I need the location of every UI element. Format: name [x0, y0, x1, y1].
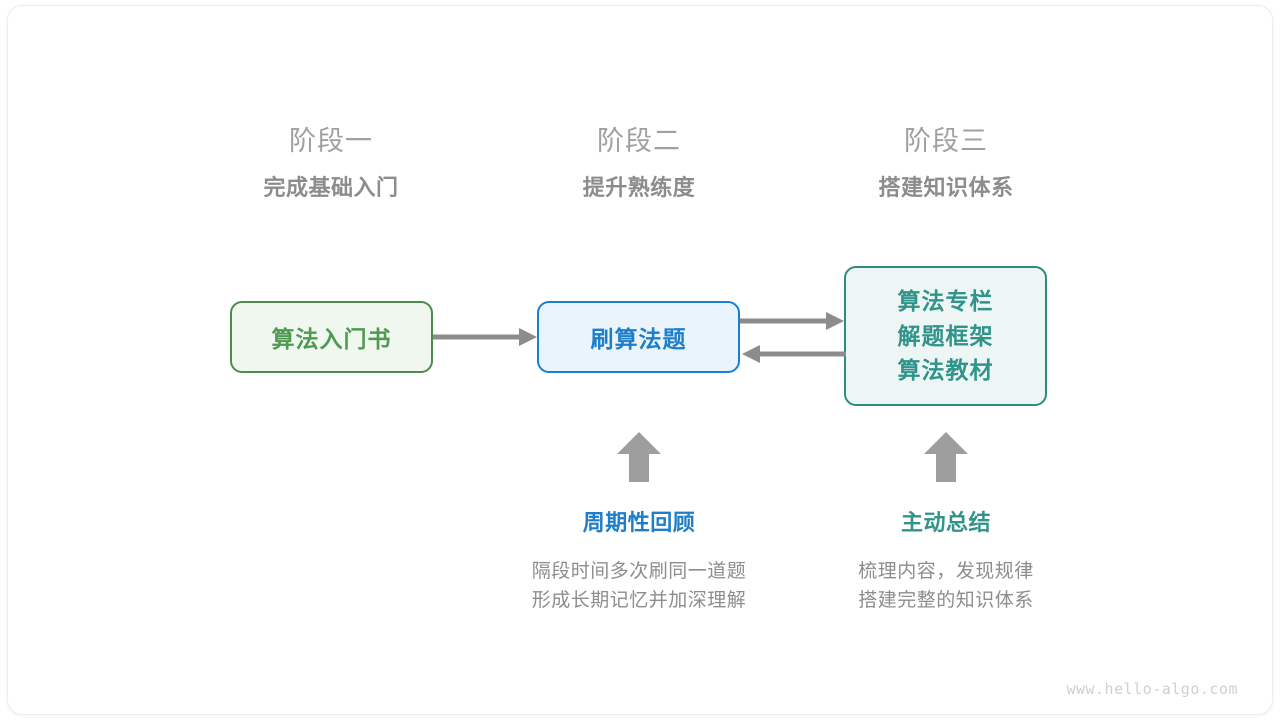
note-desc-active-summary: 梳理内容，发现规律 搭建完整的知识体系 — [796, 557, 1096, 616]
note-desc-line-2: 形成长期记忆并加深理解 — [531, 590, 747, 612]
stage-title-2: 阶段二 — [597, 126, 681, 156]
stage-subtitle-1: 完成基础入门 — [263, 175, 399, 200]
stage-subtitle-3: 搭建知识体系 — [878, 175, 1014, 200]
note-active-summary: 主动总结 梳理内容，发现规律 搭建完整的知识体系 — [796, 512, 1096, 616]
stage-column-1: 阶段一 完成基础入门 — [201, 128, 461, 199]
stage-title-3: 阶段三 — [904, 126, 988, 156]
up-arrow-periodic-review — [617, 432, 661, 482]
node-label-book: 算法入门书 — [271, 326, 392, 352]
arrow-resources-to-practice — [742, 345, 846, 363]
note-periodic-review: 周期性回顾 隔段时间多次刷同一道题 形成长期记忆并加深理解 — [489, 512, 789, 616]
node-label-resource-3: 算法教材 — [897, 357, 994, 384]
arrow-book-to-practice — [433, 328, 537, 346]
stage-column-2: 阶段二 提升熟练度 — [509, 128, 769, 199]
note-desc-periodic-review: 隔段时间多次刷同一道题 形成长期记忆并加深理解 — [489, 557, 789, 616]
node-label-resource-1: 算法专栏 — [897, 287, 994, 314]
note-desc-line-1: 梳理内容，发现规律 — [858, 561, 1034, 582]
note-desc-line-1: 隔段时间多次刷同一道题 — [531, 561, 747, 582]
stage-title-1: 阶段一 — [289, 126, 373, 156]
note-desc-line-2: 搭建完整的知识体系 — [858, 590, 1034, 612]
node-practice-problems[interactable]: 刷算法题 — [537, 301, 740, 373]
note-title-periodic-review: 周期性回顾 — [582, 510, 696, 535]
node-label-resource-2: 解题框架 — [897, 322, 994, 349]
stage-subtitle-2: 提升熟练度 — [582, 175, 696, 200]
node-learning-resources[interactable]: 算法专栏 解题框架 算法教材 — [844, 266, 1047, 406]
node-algorithm-intro-book[interactable]: 算法入门书 — [230, 301, 433, 373]
stage-column-3: 阶段三 搭建知识体系 — [816, 128, 1076, 199]
node-label-practice: 刷算法题 — [590, 326, 687, 352]
up-arrow-active-summary — [924, 432, 968, 482]
watermark: www.hello-algo.com — [1066, 680, 1238, 698]
note-title-active-summary: 主动总结 — [900, 510, 991, 535]
arrow-practice-to-resources — [740, 312, 844, 330]
